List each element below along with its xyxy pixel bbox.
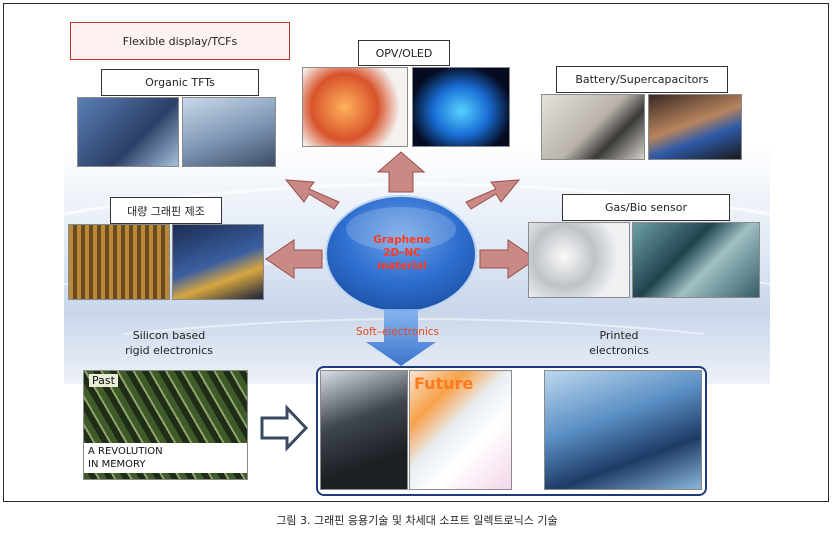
opv-oled-label: OPV/OLED (358, 40, 450, 66)
left-arrow-icon (265, 239, 323, 279)
printed-electronics-label: Printed electronics (564, 328, 674, 358)
soft-electronics-label: Soft–electronics (356, 326, 440, 338)
oled-photo-2 (412, 67, 510, 147)
revolution-line-1: A REVOLUTION (88, 446, 163, 457)
background-decoration (63, 151, 771, 452)
battery-photo-2 (648, 94, 742, 160)
center-line-3: material (377, 260, 427, 272)
gas-bio-sensor-label: Gas/Bio sensor (562, 194, 730, 221)
silicon-line-2: rigid electronics (125, 344, 213, 357)
figure-frame: Flexible display/TCFs OPV/OLED Organic T… (3, 3, 829, 502)
past-memory-photo: Past A REVOLUTION IN MEMORY (83, 370, 248, 480)
right-arrow-icon (479, 239, 537, 279)
opv-photo-1 (302, 67, 408, 147)
organic-tfts-label: Organic TFTs (101, 69, 259, 96)
revolution-text: A REVOLUTION IN MEMORY (84, 443, 247, 473)
future-wearable-photo (320, 370, 408, 490)
future-concept-photo (409, 370, 512, 490)
mass-production-photo-2 (172, 224, 264, 300)
figure-caption: 그림 3. 그래핀 응용기술 및 차세대 소프트 일렉트로닉스 기술 (276, 514, 558, 527)
flexible-display-label: Flexible display/TCFs (70, 22, 290, 60)
center-line-2: 2D–NC (383, 247, 421, 259)
mass-production-label: 대량 그래핀 제조 (110, 197, 222, 224)
battery-photo-1 (541, 94, 645, 160)
bio-sensor-photo-2 (632, 222, 760, 298)
silicon-based-label: Silicon based rigid electronics (104, 328, 234, 358)
printed-electronics-photo (544, 370, 702, 490)
printed-line-1: Printed (599, 329, 639, 342)
revolution-line-2: IN MEMORY (88, 459, 146, 470)
organic-tft-photo-1 (77, 97, 179, 167)
past-tag: Past (89, 374, 118, 387)
up-arrow-icon (376, 151, 426, 193)
future-title: Future (414, 374, 474, 393)
organic-tft-photo-2 (182, 97, 276, 167)
battery-label: Battery/Supercapacitors (556, 66, 728, 93)
center-line-1: Graphene (373, 234, 431, 246)
mass-production-photo-1 (68, 224, 170, 300)
down-arrow-icon (366, 309, 436, 366)
up-right-arrow-icon (465, 179, 521, 210)
silicon-line-1: Silicon based (132, 329, 206, 342)
gas-sensor-photo-1 (528, 222, 630, 298)
right-arrow-icon (260, 404, 309, 452)
up-left-arrow-icon (284, 179, 340, 210)
printed-line-2: electronics (589, 344, 649, 357)
graphene-material-label: Graphene 2D–NC material (356, 234, 448, 273)
